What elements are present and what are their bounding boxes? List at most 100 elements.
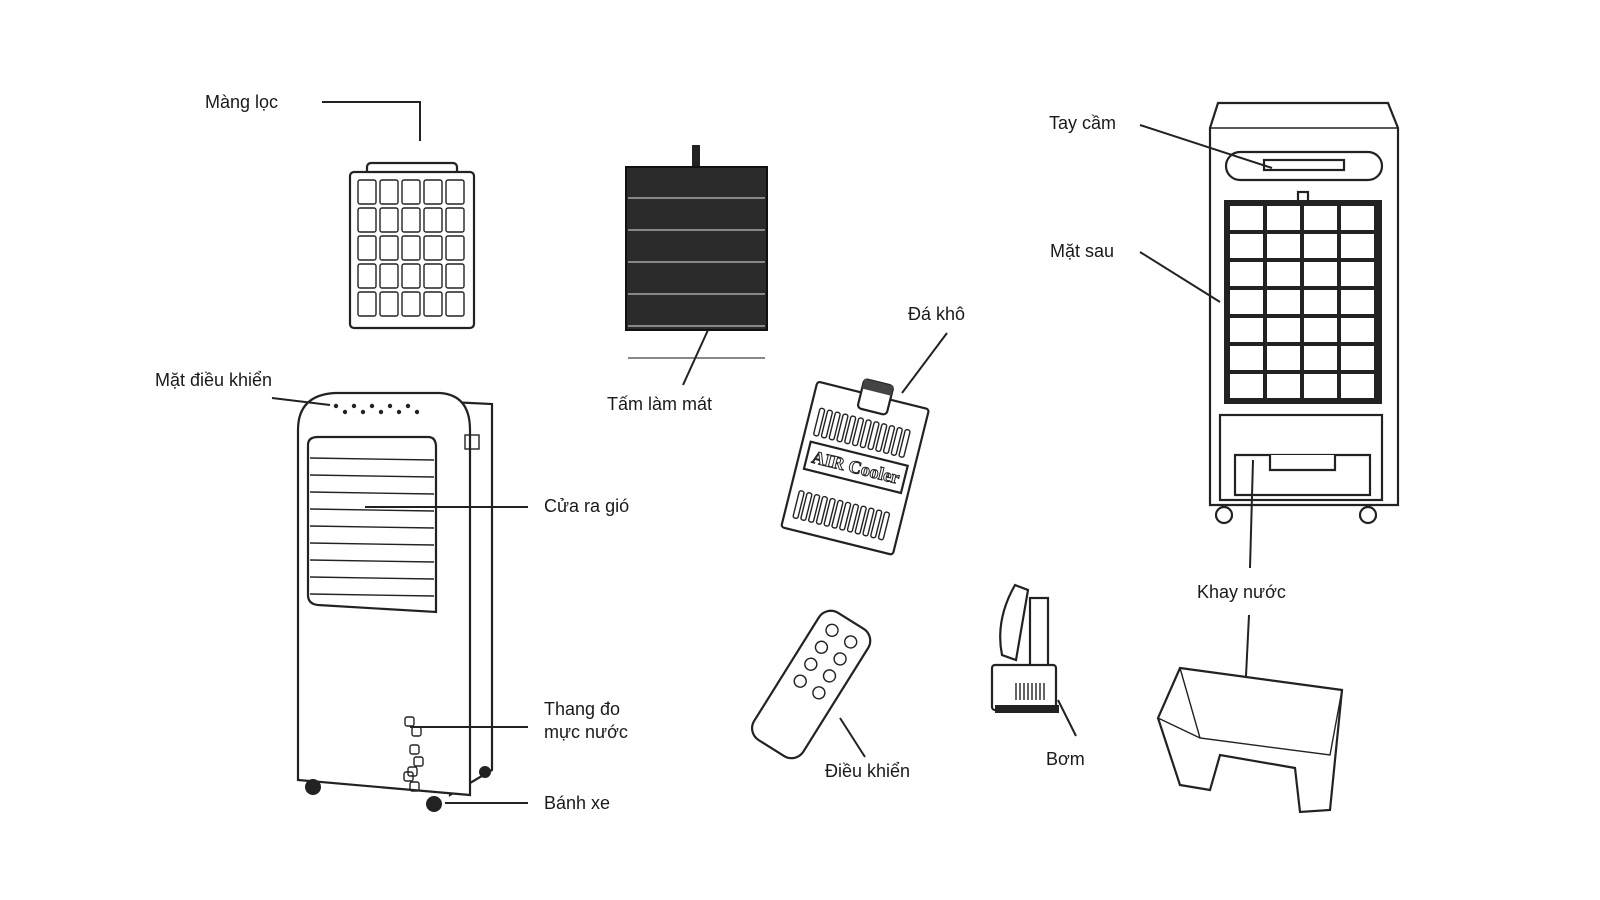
ice-rib (846, 503, 860, 533)
gauge-block (404, 716, 415, 727)
ice-rib (854, 505, 867, 535)
remote-button (812, 686, 826, 700)
back-grid-cell (1304, 234, 1337, 258)
back-grid-cell (1267, 290, 1300, 314)
cooler-front-illustration (296, 391, 494, 812)
remote-leader-line (839, 717, 866, 758)
panel-button (360, 409, 366, 415)
pump-leader-line (1057, 699, 1077, 737)
ice-pack-leader-line (901, 332, 948, 394)
back-grid-cell (1304, 206, 1337, 230)
back-grid-cell (1341, 234, 1374, 258)
remote-button (825, 623, 839, 638)
back-grid-cell (1230, 290, 1263, 314)
back-grid-cell (1341, 346, 1374, 370)
back-grid-cell (1341, 290, 1374, 314)
panel-button (414, 409, 420, 415)
label-handle: Tay cầm (1049, 113, 1116, 133)
ice-rib (792, 490, 805, 520)
pump-illustration (990, 583, 1059, 713)
back-grid-cell (1304, 318, 1337, 342)
remote-button (793, 674, 807, 688)
filter-illustration (348, 161, 476, 330)
ice-rib (831, 499, 844, 529)
louver (309, 593, 435, 597)
label-back-panel: Mặt sau (1050, 241, 1114, 261)
louver (309, 559, 435, 563)
louver (309, 474, 435, 478)
back-grid-cell (1304, 290, 1337, 314)
panel-button (405, 403, 411, 409)
gauge-block (403, 771, 414, 782)
back-grid-cell (1304, 374, 1337, 398)
remote-button (843, 635, 858, 649)
ice-rib (875, 423, 888, 453)
water-tank-upper-leader-line (1249, 459, 1254, 569)
label-water-gauge-line2: mực nước (544, 722, 628, 742)
ice-rib (877, 511, 891, 541)
remote-button (814, 640, 829, 654)
filter-cell (379, 207, 399, 233)
panel-button (369, 403, 375, 409)
panel-button (351, 403, 357, 409)
panel-button (342, 409, 348, 415)
gauge-block (413, 756, 424, 767)
ice-rib (815, 495, 828, 525)
label-water-tank: Khay nước (1197, 582, 1286, 602)
ice-rib (862, 507, 875, 537)
louver (309, 576, 435, 580)
ice-rib (800, 492, 813, 521)
louver (309, 457, 435, 461)
filter-cell (445, 235, 465, 261)
filter-cell (423, 179, 443, 205)
gauge-block (409, 781, 420, 792)
remote-button (822, 669, 837, 683)
back-grid-cell (1230, 374, 1263, 398)
label-remote: Điều khiển (825, 761, 910, 781)
panel-button (378, 409, 384, 415)
back-grid-cell (1267, 318, 1300, 342)
cooler-back-illustration (1208, 101, 1400, 525)
filter-cell (423, 235, 443, 261)
ice-rib (820, 409, 834, 439)
label-filter: Màng lọc (205, 92, 278, 112)
filter-cell (379, 179, 399, 205)
panel-button (333, 403, 339, 409)
back-grid-cell (1230, 262, 1263, 286)
filter-cell (357, 207, 377, 233)
remote-button (833, 652, 847, 666)
filter-cell (423, 263, 443, 289)
water-tank-illustration (1156, 666, 1344, 814)
ice-rib (839, 501, 852, 531)
back-grid-cell (1230, 346, 1263, 370)
filter-cell (379, 263, 399, 289)
back-grid-cell (1230, 318, 1263, 342)
label-control-panel: Mặt điều khiển (155, 370, 272, 390)
ice-rib (813, 407, 826, 437)
back-grid-cell (1341, 206, 1374, 230)
filter-cell (357, 263, 377, 289)
louver (309, 508, 435, 512)
filter-cell (401, 207, 421, 233)
back-grid-cell (1230, 234, 1263, 258)
remote-illustration (751, 609, 872, 760)
back-grid-cell (1304, 346, 1337, 370)
ice-rib (882, 425, 896, 455)
control-panel-leader-line (271, 397, 331, 406)
back-grid-cell (1267, 234, 1300, 258)
back-grid-cell (1304, 262, 1337, 286)
ice-rib (851, 417, 865, 447)
filter-leader-line (322, 101, 421, 141)
ice-rib (808, 494, 821, 523)
back-grid-cell (1230, 206, 1263, 230)
louver (309, 491, 435, 495)
label-cooling-pad: Tấm làm mát (607, 394, 712, 414)
remote-button (804, 657, 818, 671)
filter-cell (379, 291, 399, 317)
back-grid-cell (1267, 206, 1300, 230)
label-ice-pack: Đá khô (908, 304, 965, 324)
gauge-block (409, 744, 420, 755)
handle-leader-line (1139, 124, 1273, 169)
ice-rib (870, 509, 883, 539)
